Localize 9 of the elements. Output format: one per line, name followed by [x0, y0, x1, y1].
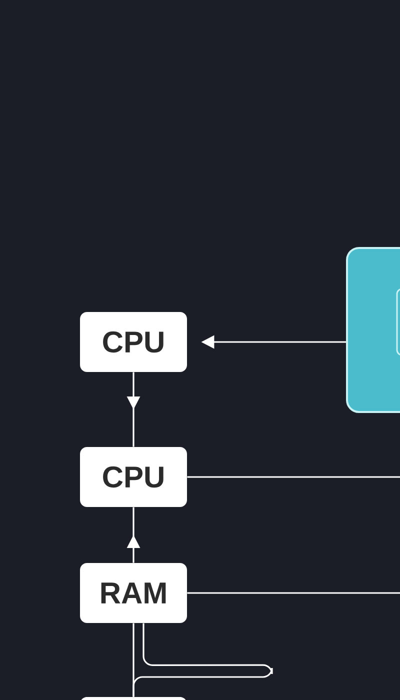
connector-line [187, 476, 400, 478]
component-box: RAM [80, 563, 187, 623]
panel-box [346, 247, 400, 413]
component-box: CPU [80, 312, 187, 372]
inner-box [396, 288, 400, 356]
component-box [80, 697, 187, 700]
connector-line [132, 623, 273, 697]
connector-line [187, 592, 400, 594]
component-box: CPU [80, 447, 187, 507]
